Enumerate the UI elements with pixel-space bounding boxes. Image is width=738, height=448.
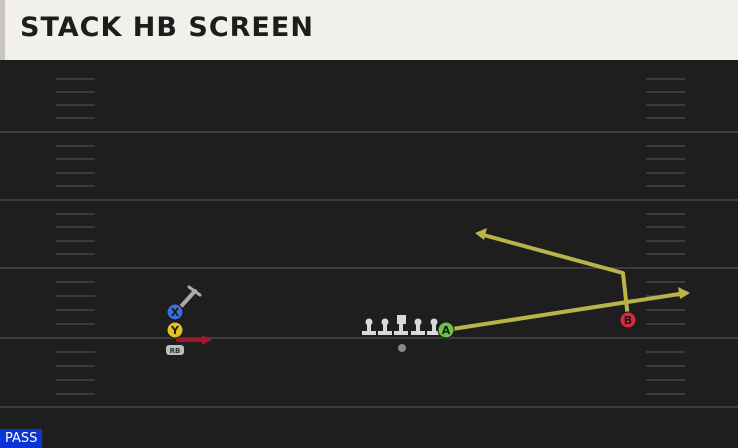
lineman-rg: [411, 318, 425, 335]
play-title: STACK HB SCREEN: [20, 12, 314, 43]
title-accent: [0, 0, 5, 60]
receiver-x-label: X: [171, 306, 180, 319]
receiver-x-button[interactable]: X: [166, 303, 184, 321]
receiver-a-label: A: [442, 324, 451, 337]
play-field: X Y RB A B: [0, 60, 738, 448]
route-a-arrowhead: [678, 287, 690, 299]
block-y-arrowhead: [202, 335, 212, 345]
yard-lines: [0, 131, 738, 408]
receiver-b-button[interactable]: B: [619, 311, 637, 329]
receiver-b-label: B: [624, 314, 632, 327]
play-type-badge: PASS: [0, 429, 43, 448]
center: [394, 315, 408, 335]
receiver-a-button[interactable]: A: [437, 321, 455, 339]
rb-label: RB: [170, 347, 181, 355]
hash-marks-left: [56, 78, 95, 395]
route-b-arrowhead: [475, 228, 487, 240]
play-title-bar: STACK HB SCREEN: [0, 0, 738, 60]
route-a: [444, 291, 688, 332]
route-x-end: [187, 285, 202, 297]
running-back: RB: [166, 345, 184, 355]
route-b: [478, 232, 630, 320]
lineman-rt: [427, 318, 441, 335]
lineman-lg: [378, 318, 392, 335]
receiver-y-label: Y: [170, 324, 180, 337]
lineman-lt: [362, 318, 376, 335]
offensive-line: [362, 315, 441, 335]
quarterback: [398, 344, 406, 352]
routes: [174, 228, 690, 345]
receiver-y-button[interactable]: Y: [166, 321, 184, 339]
